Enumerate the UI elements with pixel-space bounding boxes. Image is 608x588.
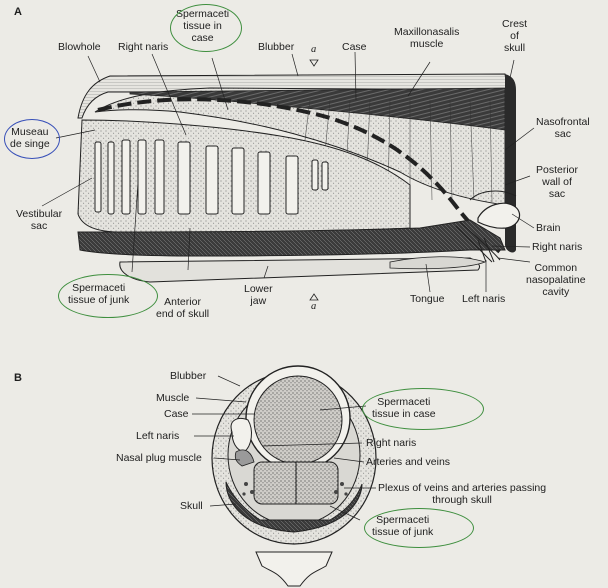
highlight-oval-case-a [170,4,242,52]
skull-rostrum [77,219,506,257]
label-common-cavity: Common nasopalatine cavity [526,262,586,298]
b-left-naris [230,418,252,453]
highlight-oval-museau [4,119,60,159]
panel-a-drawing [41,51,535,293]
highlight-oval-junk-a [58,274,158,318]
label-lower-jaw: Lower jaw [244,283,273,307]
label-nasal-plug: Nasal plug muscle [116,452,202,464]
label-blowhole: Blowhole [58,41,101,53]
b-skull [225,481,363,533]
label-section-bottom: a [311,301,317,312]
b-nasal-plug [234,449,255,467]
label-posterior-wall: Posterior wall of sac [536,164,579,200]
label-right-naris-b: Right naris [366,437,417,449]
label-blubber-b: Blubber [170,370,207,382]
label-right-naris-top: Right naris [118,41,169,53]
label-left-naris-b: Left naris [136,430,180,442]
panel-b-letter: B [14,372,22,384]
label-case-b: Case [164,408,189,420]
label-muscle-b: Muscle [156,392,190,404]
label-crest: Crest of skull [502,18,528,54]
label-section-top: a [311,44,317,55]
highlight-oval-junk-b [364,508,474,548]
label-anterior-end: Anterior end of skull [156,296,210,320]
label-left-naris-a: Left naris [462,293,506,305]
label-right-naris-bottom: Right naris [532,241,583,253]
label-case-a: Case [342,41,367,53]
label-blubber-a: Blubber [258,41,295,53]
label-tongue: Tongue [410,293,445,305]
brain [477,202,521,229]
b-lower-jaw [255,551,333,587]
tongue [389,256,487,270]
highlight-oval-case-b [362,388,484,430]
label-brain: Brain [536,222,561,234]
panel-b-drawing [192,365,377,587]
label-arteries-veins: Arteries and veins [366,456,451,468]
label-plexus: Plexus of veins and arteries passing thr… [378,482,547,506]
label-vestibular: Vestibular sac [16,208,63,232]
label-maxillonasalis: Maxillonasalis muscle [394,26,460,50]
label-skull-b: Skull [180,500,203,512]
label-nasofrontal: Nasofrontal sac [536,116,590,140]
panel-a-letter: A [14,6,22,18]
